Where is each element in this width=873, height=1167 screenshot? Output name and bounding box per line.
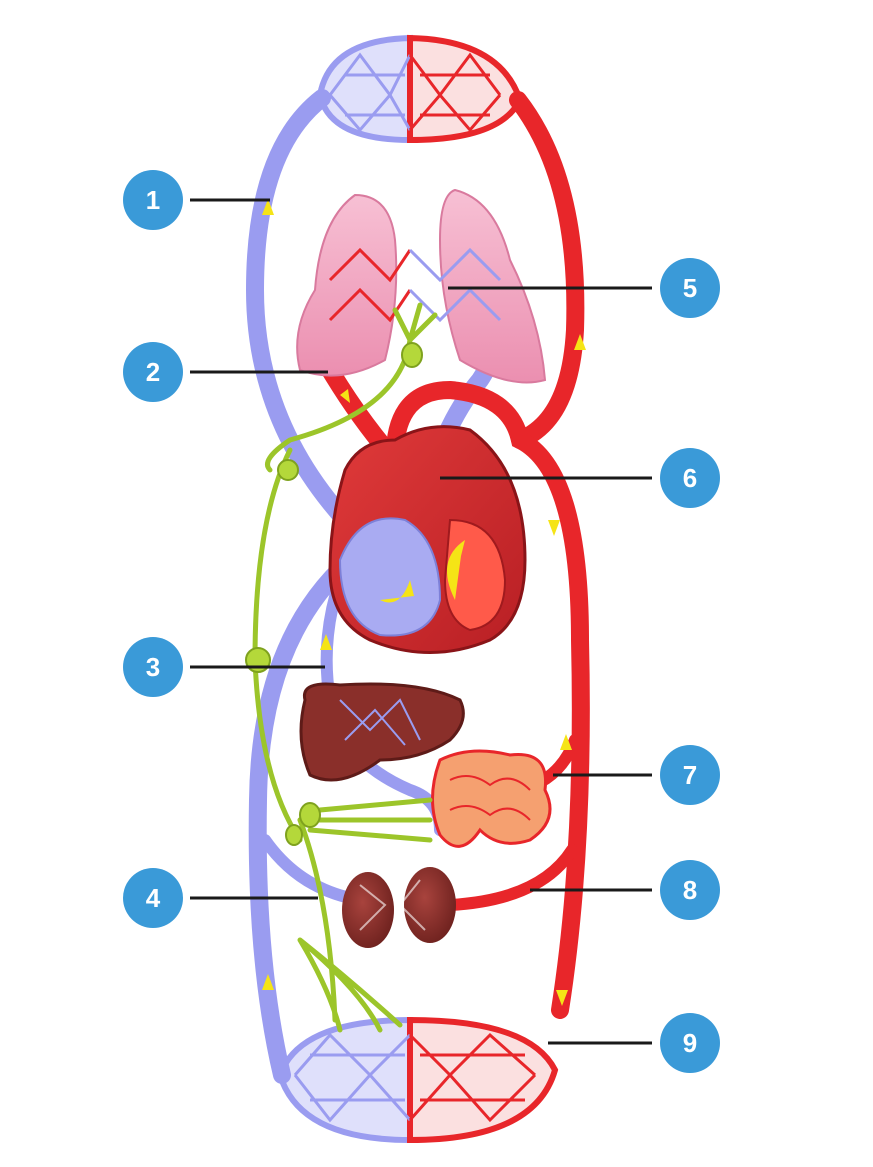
flow-arrow-icon	[556, 990, 568, 1006]
flow-arrow-icon	[560, 734, 572, 750]
flow-arrow-icon	[262, 974, 274, 990]
inferior-vena-cava	[248, 551, 359, 1084]
badge-8: 8	[660, 860, 720, 920]
svg-text:8: 8	[683, 875, 697, 905]
flow-arrow-icon	[548, 520, 560, 536]
badge-9: 9	[660, 1013, 720, 1073]
svg-text:5: 5	[683, 273, 697, 303]
badge-7: 7	[660, 745, 720, 805]
flow-arrow-icon	[320, 634, 332, 650]
lung-capillaries	[328, 247, 502, 323]
svg-text:2: 2	[146, 357, 160, 387]
svg-text:4: 4	[146, 883, 161, 913]
kidneys	[342, 867, 456, 948]
svg-text:1: 1	[146, 185, 160, 215]
flow-arrow-icon	[340, 389, 350, 403]
svg-text:9: 9	[683, 1028, 697, 1058]
badge-6: 6	[660, 448, 720, 508]
heart	[328, 425, 527, 654]
intestine	[431, 749, 552, 848]
right-lung	[438, 188, 547, 384]
flow-arrow-icon	[380, 580, 414, 603]
flow-arrow-icon	[262, 199, 274, 215]
callout-badges: 1 2 3 4 5 6 7 8	[123, 170, 720, 1073]
badge-4: 4	[123, 868, 183, 928]
lower-capillary-bed	[276, 1016, 559, 1144]
carotid-artery	[509, 91, 585, 449]
right-atrium-ventricle	[338, 517, 442, 637]
lungs	[296, 188, 547, 384]
kidney-right	[404, 867, 456, 943]
svg-text:3: 3	[146, 652, 160, 682]
badge-3: 3	[123, 637, 183, 697]
renal-artery	[444, 844, 578, 911]
upper-capillary-bed	[316, 34, 524, 144]
flow-arrow-icon	[574, 334, 586, 350]
kidney-left	[342, 872, 394, 948]
liver	[299, 682, 465, 782]
badge-2: 2	[123, 342, 183, 402]
left-lung	[296, 193, 398, 377]
svg-text:7: 7	[683, 760, 697, 790]
aorta-arch	[385, 380, 590, 1019]
badge-5: 5	[660, 258, 720, 318]
flow-arrows	[262, 199, 586, 1006]
flow-arrow-icon	[447, 540, 465, 600]
svg-text:6: 6	[683, 463, 697, 493]
superior-vena-cava	[245, 89, 354, 529]
leader-lines	[190, 198, 652, 1045]
badge-1: 1	[123, 170, 183, 230]
